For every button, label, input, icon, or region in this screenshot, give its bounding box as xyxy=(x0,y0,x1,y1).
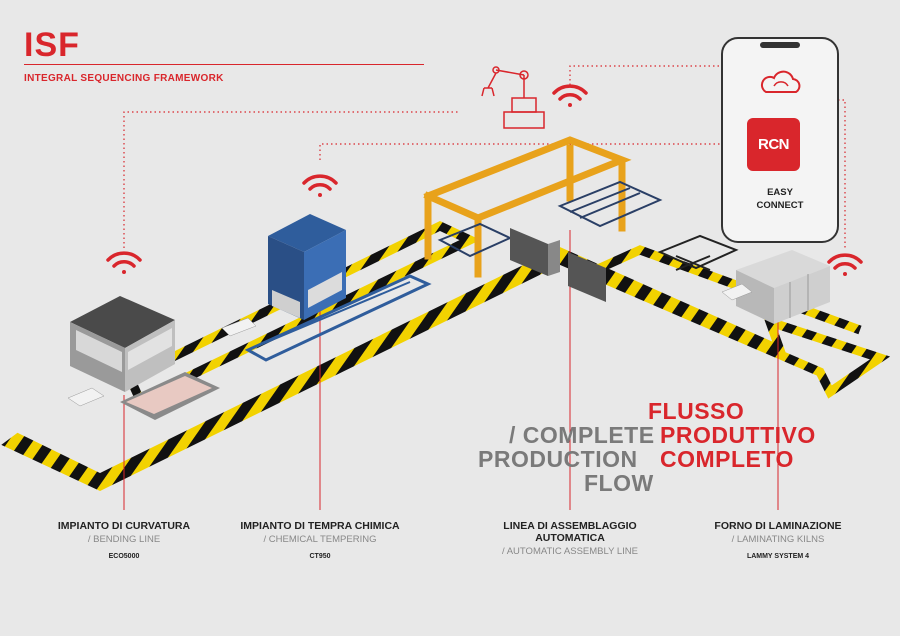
station-model-code: LAMMY SYSTEM 4 xyxy=(746,553,810,560)
station-model-code: ECO5000 xyxy=(108,553,140,560)
flow-en-line3: FLOW xyxy=(584,470,654,496)
page-title: ISF xyxy=(24,26,80,64)
station-name-en: / AUTOMATIC ASSEMBLY LINE xyxy=(501,546,639,557)
cloud-icon xyxy=(760,70,801,93)
bending-machine xyxy=(67,296,220,420)
page-subtitle: INTEGRAL SEQUENCING FRAMEWORK xyxy=(24,73,224,84)
tempering-machine xyxy=(221,214,432,362)
station-label-tempering: IMPIANTO DI TEMPRA CHIMICA / CHEMICAL TE… xyxy=(220,520,420,560)
flow-it-line3: COMPLETO xyxy=(660,446,794,472)
assembly-gantry xyxy=(423,136,632,278)
station-label-bending: IMPIANTO DI CURVATURA / BENDING LINE ECO… xyxy=(24,520,224,560)
station-name-it: LINEA DI ASSEMBLAGGIO AUTOMATICA xyxy=(503,520,637,544)
wifi-icon xyxy=(827,253,863,276)
easy-connect-label: EASY CONNECT xyxy=(730,186,830,212)
station-name-it: FORNO DI LAMINAZIONE xyxy=(714,520,842,532)
wifi-icon xyxy=(106,251,142,274)
easy-connect-line2: CONNECT xyxy=(756,200,804,211)
station-name-en: / BENDING LINE xyxy=(87,534,161,545)
title-divider xyxy=(24,64,424,65)
station-name-en: / LAMINATING KILNS xyxy=(731,534,825,545)
flow-it-line1: FLUSSO xyxy=(648,398,745,424)
wifi-icon xyxy=(302,174,338,197)
easy-connect-line1: EASY xyxy=(767,187,793,198)
flow-it-line2: PRODUTTIVO xyxy=(660,422,816,448)
station-name-en: / CHEMICAL TEMPERING xyxy=(263,534,377,545)
rcn-logo: RCN xyxy=(747,118,800,171)
wifi-icon xyxy=(552,84,588,107)
station-name-it: IMPIANTO DI TEMPRA CHIMICA xyxy=(240,520,400,532)
station-label-assembly: LINEA DI ASSEMBLAGGIO AUTOMATICA / AUTOM… xyxy=(470,520,670,557)
station-label-kiln: FORNO DI LAMINAZIONE / LAMINATING KILNS … xyxy=(678,520,878,560)
flow-en-line2: PRODUCTION xyxy=(478,446,638,472)
assembly-glass-panels xyxy=(510,228,606,302)
station-name-it: IMPIANTO DI CURVATURA xyxy=(57,520,191,532)
flow-en-line1: / COMPLETE xyxy=(509,422,655,448)
station-model-code: CT950 xyxy=(309,553,331,560)
robot-arm-icon xyxy=(481,66,545,129)
laminating-kiln xyxy=(657,234,830,324)
